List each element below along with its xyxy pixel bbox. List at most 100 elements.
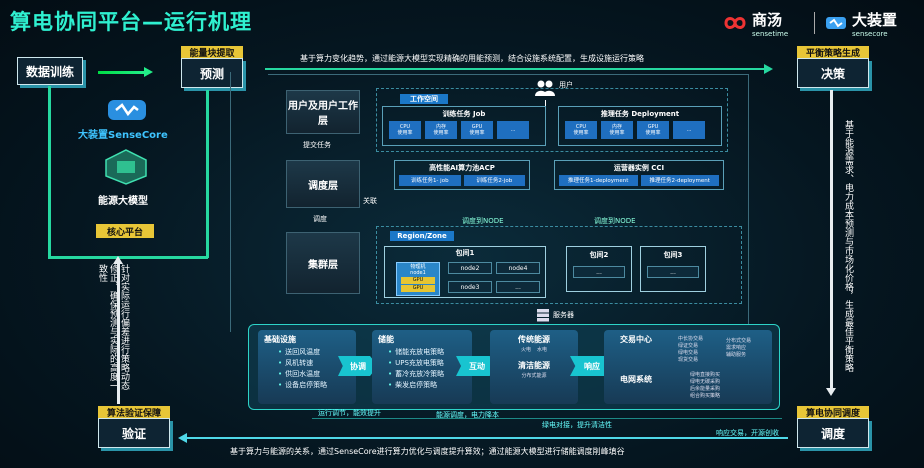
room3-title: 包间3 [663, 251, 683, 259]
cci-inference-2: 推理任务2-deployment [640, 175, 719, 186]
bottom-flow-line [186, 437, 788, 439]
training-to-prediction-arrowhead [144, 67, 153, 77]
traditional-title: 传统能源 [518, 335, 550, 344]
schedule-to-node-1: 调度到NODE [462, 217, 504, 225]
central-top-line [268, 74, 748, 75]
top-flow-arrowhead [764, 64, 773, 74]
node4: node4 [496, 262, 540, 274]
left-vertical-arrow-line [117, 260, 120, 404]
storage-panel: 储能 储能充放电策略 UPS充放电策略 蓄冷充放冷策略 柴发启停策略 [372, 330, 472, 404]
node2: node2 [448, 262, 492, 274]
server-icon [536, 307, 550, 322]
room2-title: 包间2 [589, 251, 609, 259]
top-flow-line [265, 68, 765, 70]
energy-model-label: 能源大模型 [98, 196, 148, 207]
balance-strategy-tag: 平衡策略生成 [797, 46, 869, 59]
node1-label: 物理机 node1 [410, 264, 426, 276]
energy-model-icon [104, 148, 148, 186]
storage-title: 储能 [378, 335, 394, 344]
storage-item-3: 蓄冷充放冷策略 [388, 369, 472, 380]
bottom-flow-text: 基于算力与能源的关系，通过SenseCore进行算力优化与调度提升算效；通过能源… [230, 447, 625, 456]
room1-title: 包间1 [455, 249, 475, 257]
trading-col1-item-2: 绿证交易 [678, 343, 699, 349]
workspace-box [376, 88, 728, 152]
inference-memory-cell: 内存 使用率 [601, 121, 633, 139]
trading-col1-item-1: 中长协交易 [678, 336, 704, 342]
sensecore-logo-sub: sensecore [852, 29, 888, 38]
training-job-title: 训练任务 Job [442, 110, 486, 118]
acp-training-2: 训练任务2-job [463, 175, 525, 186]
left-loop-up [206, 90, 209, 258]
flow-label-efficiency: 运行调节，能效提升 [318, 409, 381, 417]
right-vertical-text: 基于能源需求、电力成本预测与市场化价格，生成最佳平衡策略 [843, 120, 853, 372]
sensetime-logo-text: 商汤 [752, 10, 783, 29]
room1-box: 包间1 [384, 246, 546, 298]
trading-col2-item-1: 分布式交易 [726, 338, 752, 344]
cluster-layer: 集群层 [286, 232, 360, 294]
infra-item-2: 风机转速 [278, 358, 356, 369]
connector-interact: 互动 [456, 356, 498, 376]
gpu-1: GPU [401, 277, 435, 284]
flow-label-revenue: 响应交易，开源创收 [716, 429, 779, 437]
inference-box: 推理任务 Deployment CPU 使用率 内存 使用率 GPU 使用率 .… [558, 106, 722, 146]
region-zone-tag: Region/Zone [390, 231, 454, 241]
server-label: 服务器 [553, 311, 574, 319]
trading-col1-item-4: 现货交易 [678, 357, 699, 363]
inference-more-cell: ... [673, 121, 705, 139]
trading-col3-item-4: 组合购买策略 [690, 393, 721, 399]
trading-col2-item-2: 需求响应 [726, 345, 747, 351]
infra-panel: 基础设施 送回风温度 风机转速 供回水温度 设备启停策略 [258, 330, 356, 404]
left-vertical-text: 针对实际运行偏差进行策略动态修正，确保预测与实际的高度一致性 [97, 264, 129, 390]
training-job-box: 训练任务 Job CPU 使用率 内存 使用率 GPU 使用率 ... [382, 106, 546, 146]
user-icon [534, 78, 556, 100]
algorithm-verify-tag: 算法验证保障 [98, 406, 170, 419]
sensecore-label: 大装置SenseCore [78, 130, 168, 141]
cci-inference-1: 推理任务1-deployment [559, 175, 638, 186]
acp-title: 高性能AI算力池ACP [429, 164, 495, 172]
infra-item-4: 设备启停策略 [278, 380, 356, 391]
decision-node: 决策 [797, 58, 869, 88]
thermal-power-label: 火电 [520, 347, 531, 353]
core-platform-tag: 核心平台 [96, 224, 154, 238]
storage-item-1: 储能充放电策略 [388, 347, 472, 358]
inference-gpu-cell: GPU 使用率 [637, 121, 669, 139]
right-vertical-arrowhead [826, 388, 836, 396]
left-loop-bottom [48, 256, 208, 259]
co-scheduling-tag: 算电协同调度 [797, 406, 869, 419]
trading-col3-item-2: 绿电无碳采购 [690, 379, 721, 385]
logo-divider [814, 12, 815, 34]
clean-energy-title: 清洁能源 [518, 361, 550, 370]
training-memory-cell: 内存 使用率 [425, 121, 457, 139]
trading-col1-item-3: 绿电交易 [678, 350, 699, 356]
flow-label-cost: 能源调度，电力降本 [436, 411, 499, 419]
trading-center-title: 交易中心 [620, 335, 652, 344]
central-right-line [748, 74, 749, 324]
gpu-2: GPU [401, 285, 435, 292]
trading-col2-item-3: 辅助服务 [726, 352, 747, 358]
infra-item-1: 送回风温度 [278, 347, 356, 358]
cci-box: 运营器实例 CCI 推理任务1-deployment 推理任务2-deploym… [554, 160, 724, 190]
left-loop-vertical [48, 86, 51, 258]
sensecore-logo: 大装置 sensecore [824, 8, 920, 38]
infra-title: 基础设施 [264, 335, 296, 344]
training-gpu-cell: GPU 使用率 [461, 121, 493, 139]
connector-coordinate: 协调 [338, 356, 378, 376]
bottom-flow-arrowhead [178, 433, 187, 443]
distributed-energy-label: 分布式能源 [521, 373, 547, 379]
right-vertical-arrow-line [830, 90, 833, 390]
user-work-layer: 用户及用户工作层 [286, 90, 360, 134]
trading-col3-item-3: 后余能量采购 [690, 386, 721, 392]
room2-box: 包间2 ... [566, 246, 632, 292]
room2-cell: ... [573, 266, 625, 278]
sensetime-logo: 商汤 sensetime [722, 8, 812, 38]
central-left-line [230, 72, 231, 332]
storage-item-2: UPS充放电策略 [388, 358, 472, 369]
top-flow-text: 基于算力变化趋势，通过能源大模型实现精确的用能预测，结合设施系统配置，生成设施运… [300, 54, 644, 63]
dispatch-label: 调度 [313, 215, 327, 223]
training-to-prediction-arrow [98, 71, 144, 74]
workspace-tag: 工作空间 [400, 94, 448, 104]
infra-item-3: 供回水温度 [278, 369, 356, 380]
schedule-to-node-2: 调度到NODE [594, 217, 636, 225]
trading-center-panel: 交易中心 中长协交易 绿证交易 绿电交易 现货交易 分布式交易 需求响应 辅助服… [604, 330, 772, 404]
physical-node1: 物理机 node1 GPU GPU [396, 262, 440, 296]
